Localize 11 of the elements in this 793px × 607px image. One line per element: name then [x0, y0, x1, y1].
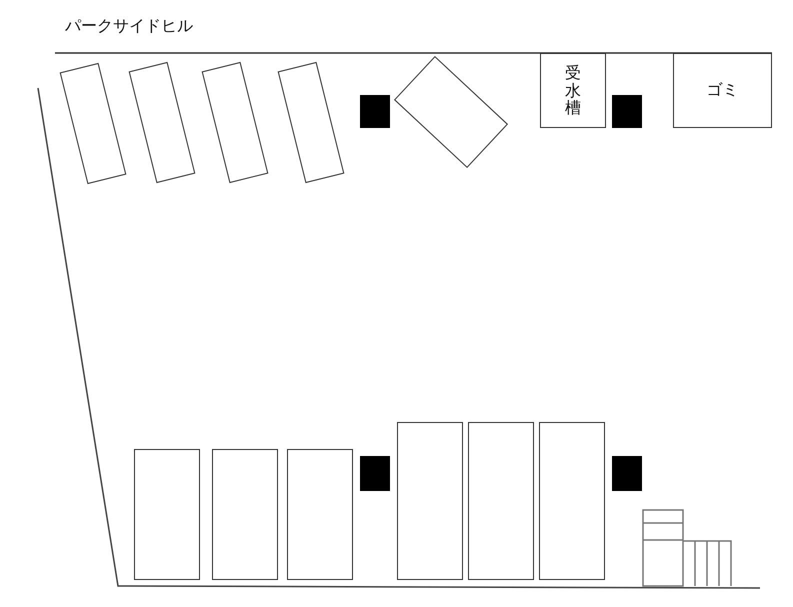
facility-box — [673, 53, 772, 128]
parking-space — [212, 449, 278, 580]
parking-space — [134, 449, 200, 580]
parking-space — [287, 449, 353, 580]
facility-label: 受水槽 — [565, 64, 581, 117]
facility-box — [540, 53, 606, 128]
parking-space — [539, 422, 605, 580]
parking-space — [468, 422, 534, 580]
parking-space — [397, 422, 463, 580]
facility-label: ゴミ — [706, 80, 738, 101]
title: パークサイドヒル — [65, 16, 193, 37]
